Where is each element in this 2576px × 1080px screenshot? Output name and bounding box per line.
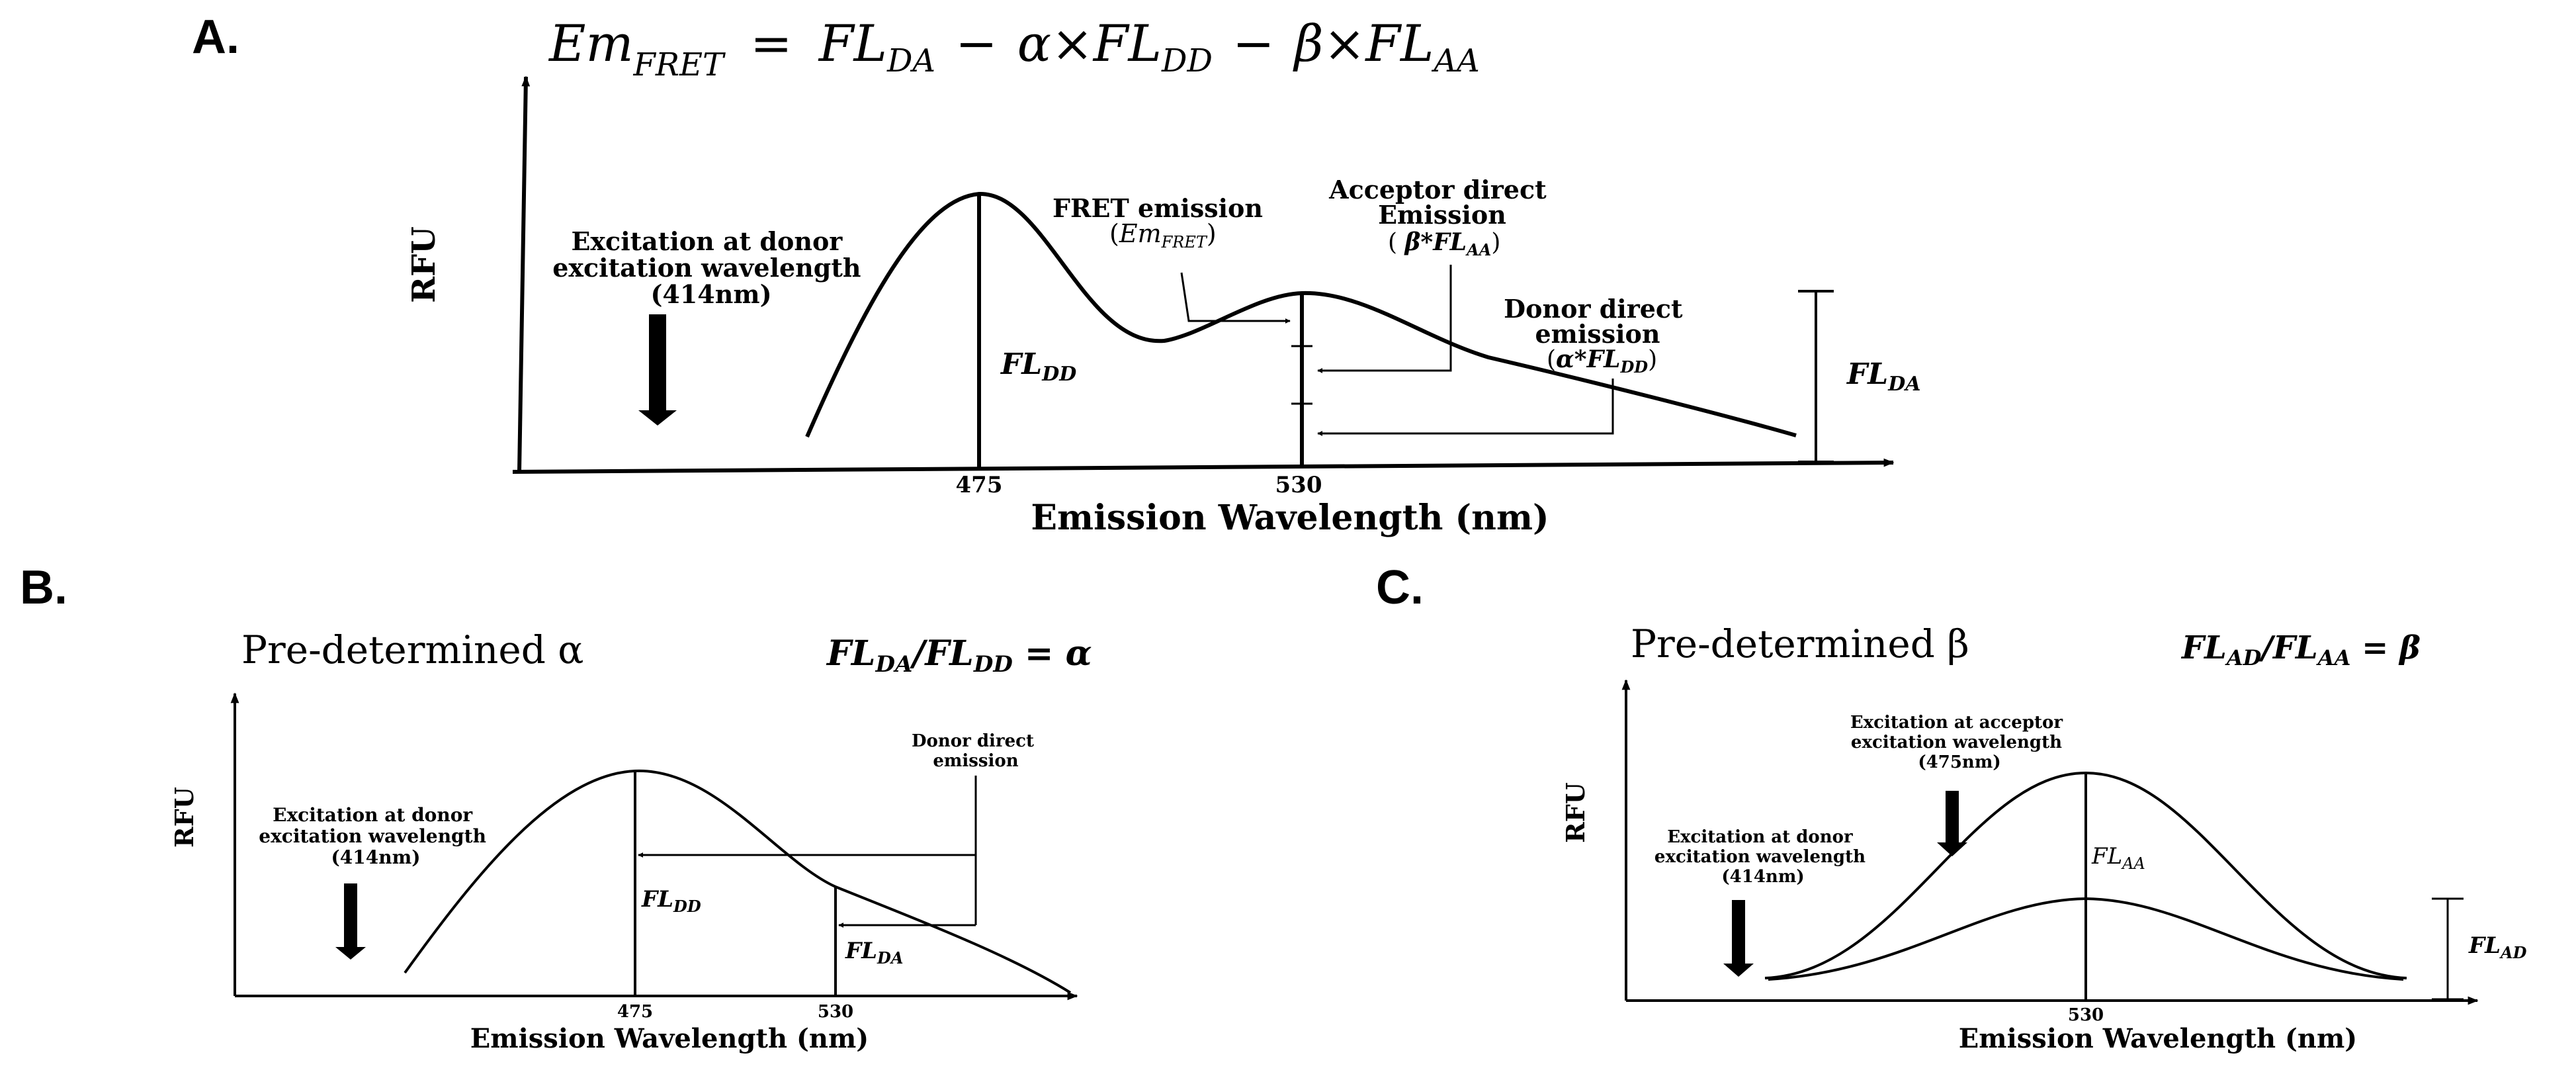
- donor-direct-term: (α*FLDD): [1547, 345, 1657, 377]
- fret-formula: EmFRET=FLDA−α×FLDD−β×FLAA: [548, 14, 1480, 83]
- fl-dd-label: FLDD: [1000, 347, 1076, 386]
- panel-b-donor-direct-label: Donor direct emission: [912, 731, 1040, 771]
- panel-a-y-axis: [517, 75, 531, 472]
- panel-b-tick-530: 530: [818, 1002, 853, 1022]
- panel-c-x-label: Emission Wavelength (nm): [1959, 1023, 2357, 1054]
- panel-c-donor-excitation-label: Excitation at donor excitation wavelengt…: [1654, 827, 1871, 887]
- fret-emission-arrow: [1180, 272, 1291, 324]
- panel-b-excitation-label: Excitation at donor excitation wavelengt…: [259, 804, 492, 868]
- panel-c-y-label: RFU: [1561, 782, 1590, 843]
- panel-c-label: C.: [1376, 561, 1424, 614]
- panel-c-title: Pre-determined β: [1631, 621, 1969, 666]
- panel-b: B. Pre-determined α FLDA/FLDD = α RFU Em…: [20, 561, 1092, 1054]
- panel-c-donor-arrow-shaft: [1732, 900, 1745, 965]
- panel-a-x-axis: [512, 458, 1895, 474]
- donor-direct-label: Donor direct emission: [1504, 294, 1692, 349]
- fret-emission-label: FRET emission: [1052, 193, 1263, 223]
- panel-b-fl-da-label: FLDA: [845, 938, 903, 968]
- panel-b-label: B.: [20, 561, 67, 614]
- panel-c-fl-aa-label: FLAA: [2091, 843, 2145, 873]
- panel-a-emission-curve: [805, 191, 1797, 438]
- acceptor-direct-arrow: [1317, 265, 1452, 373]
- panel-c-tick-530: 530: [2068, 1005, 2104, 1025]
- fret-emission-term: (EmFRET): [1109, 219, 1217, 251]
- panel-b-title: Pre-determined α: [241, 627, 583, 672]
- tick-label-530: 530: [1275, 472, 1322, 498]
- acceptor-direct-label: Acceptor direct Emission: [1328, 175, 1555, 230]
- panel-c-donor-arrow-head: [1723, 964, 1754, 977]
- panel-b-y-label: RFU: [169, 787, 199, 848]
- panel-a-x-label: Emission Wavelength (nm): [1031, 498, 1549, 538]
- panel-a-y-label: RFU: [406, 226, 443, 303]
- panel-b-excitation-arrow-shaft: [344, 883, 357, 948]
- tick-label-475: 475: [956, 472, 1003, 498]
- panel-c-fl-ad-label: FLAD: [2468, 932, 2527, 962]
- panel-a-excitation-arrow-head: [638, 410, 677, 426]
- panel-b-excitation-arrow-head: [335, 947, 366, 960]
- fl-da-label: FLDA: [1846, 357, 1920, 396]
- panel-c-acceptor-excitation-label: Excitation at acceptor excitation wavele…: [1850, 713, 2069, 772]
- panel-c: C. Pre-determined β FLAD/FLAA = β RFU Em…: [1376, 561, 2527, 1054]
- acceptor-direct-term: ( β*FLAA): [1388, 228, 1500, 259]
- panel-b-x-label: Emission Wavelength (nm): [470, 1023, 869, 1054]
- panel-b-fl-dd-label: FLDD: [641, 886, 701, 916]
- panel-a-excitation-label: Excitation at donor excitation wavelengt…: [552, 226, 870, 309]
- panel-c-ratio: FLAD/FLAA = β: [2180, 629, 2421, 670]
- panel-b-tick-475: 475: [617, 1002, 653, 1022]
- donor-direct-arrow: [1317, 379, 1614, 436]
- panel-a-excitation-arrow-shaft: [649, 314, 666, 410]
- panel-a-label: A.: [192, 11, 239, 64]
- panel-c-acceptor-arrow-shaft: [1946, 791, 1959, 844]
- panel-b-ratio: FLDA/FLDD = α: [826, 633, 1092, 678]
- panel-c-acceptor-arrow-head: [1937, 842, 1967, 856]
- panel-a: A. EmFRET=FLDA−α×FLDD−β×FLAA RFU Emissio…: [192, 11, 1920, 538]
- panel-b-donor-curve: [404, 769, 1072, 994]
